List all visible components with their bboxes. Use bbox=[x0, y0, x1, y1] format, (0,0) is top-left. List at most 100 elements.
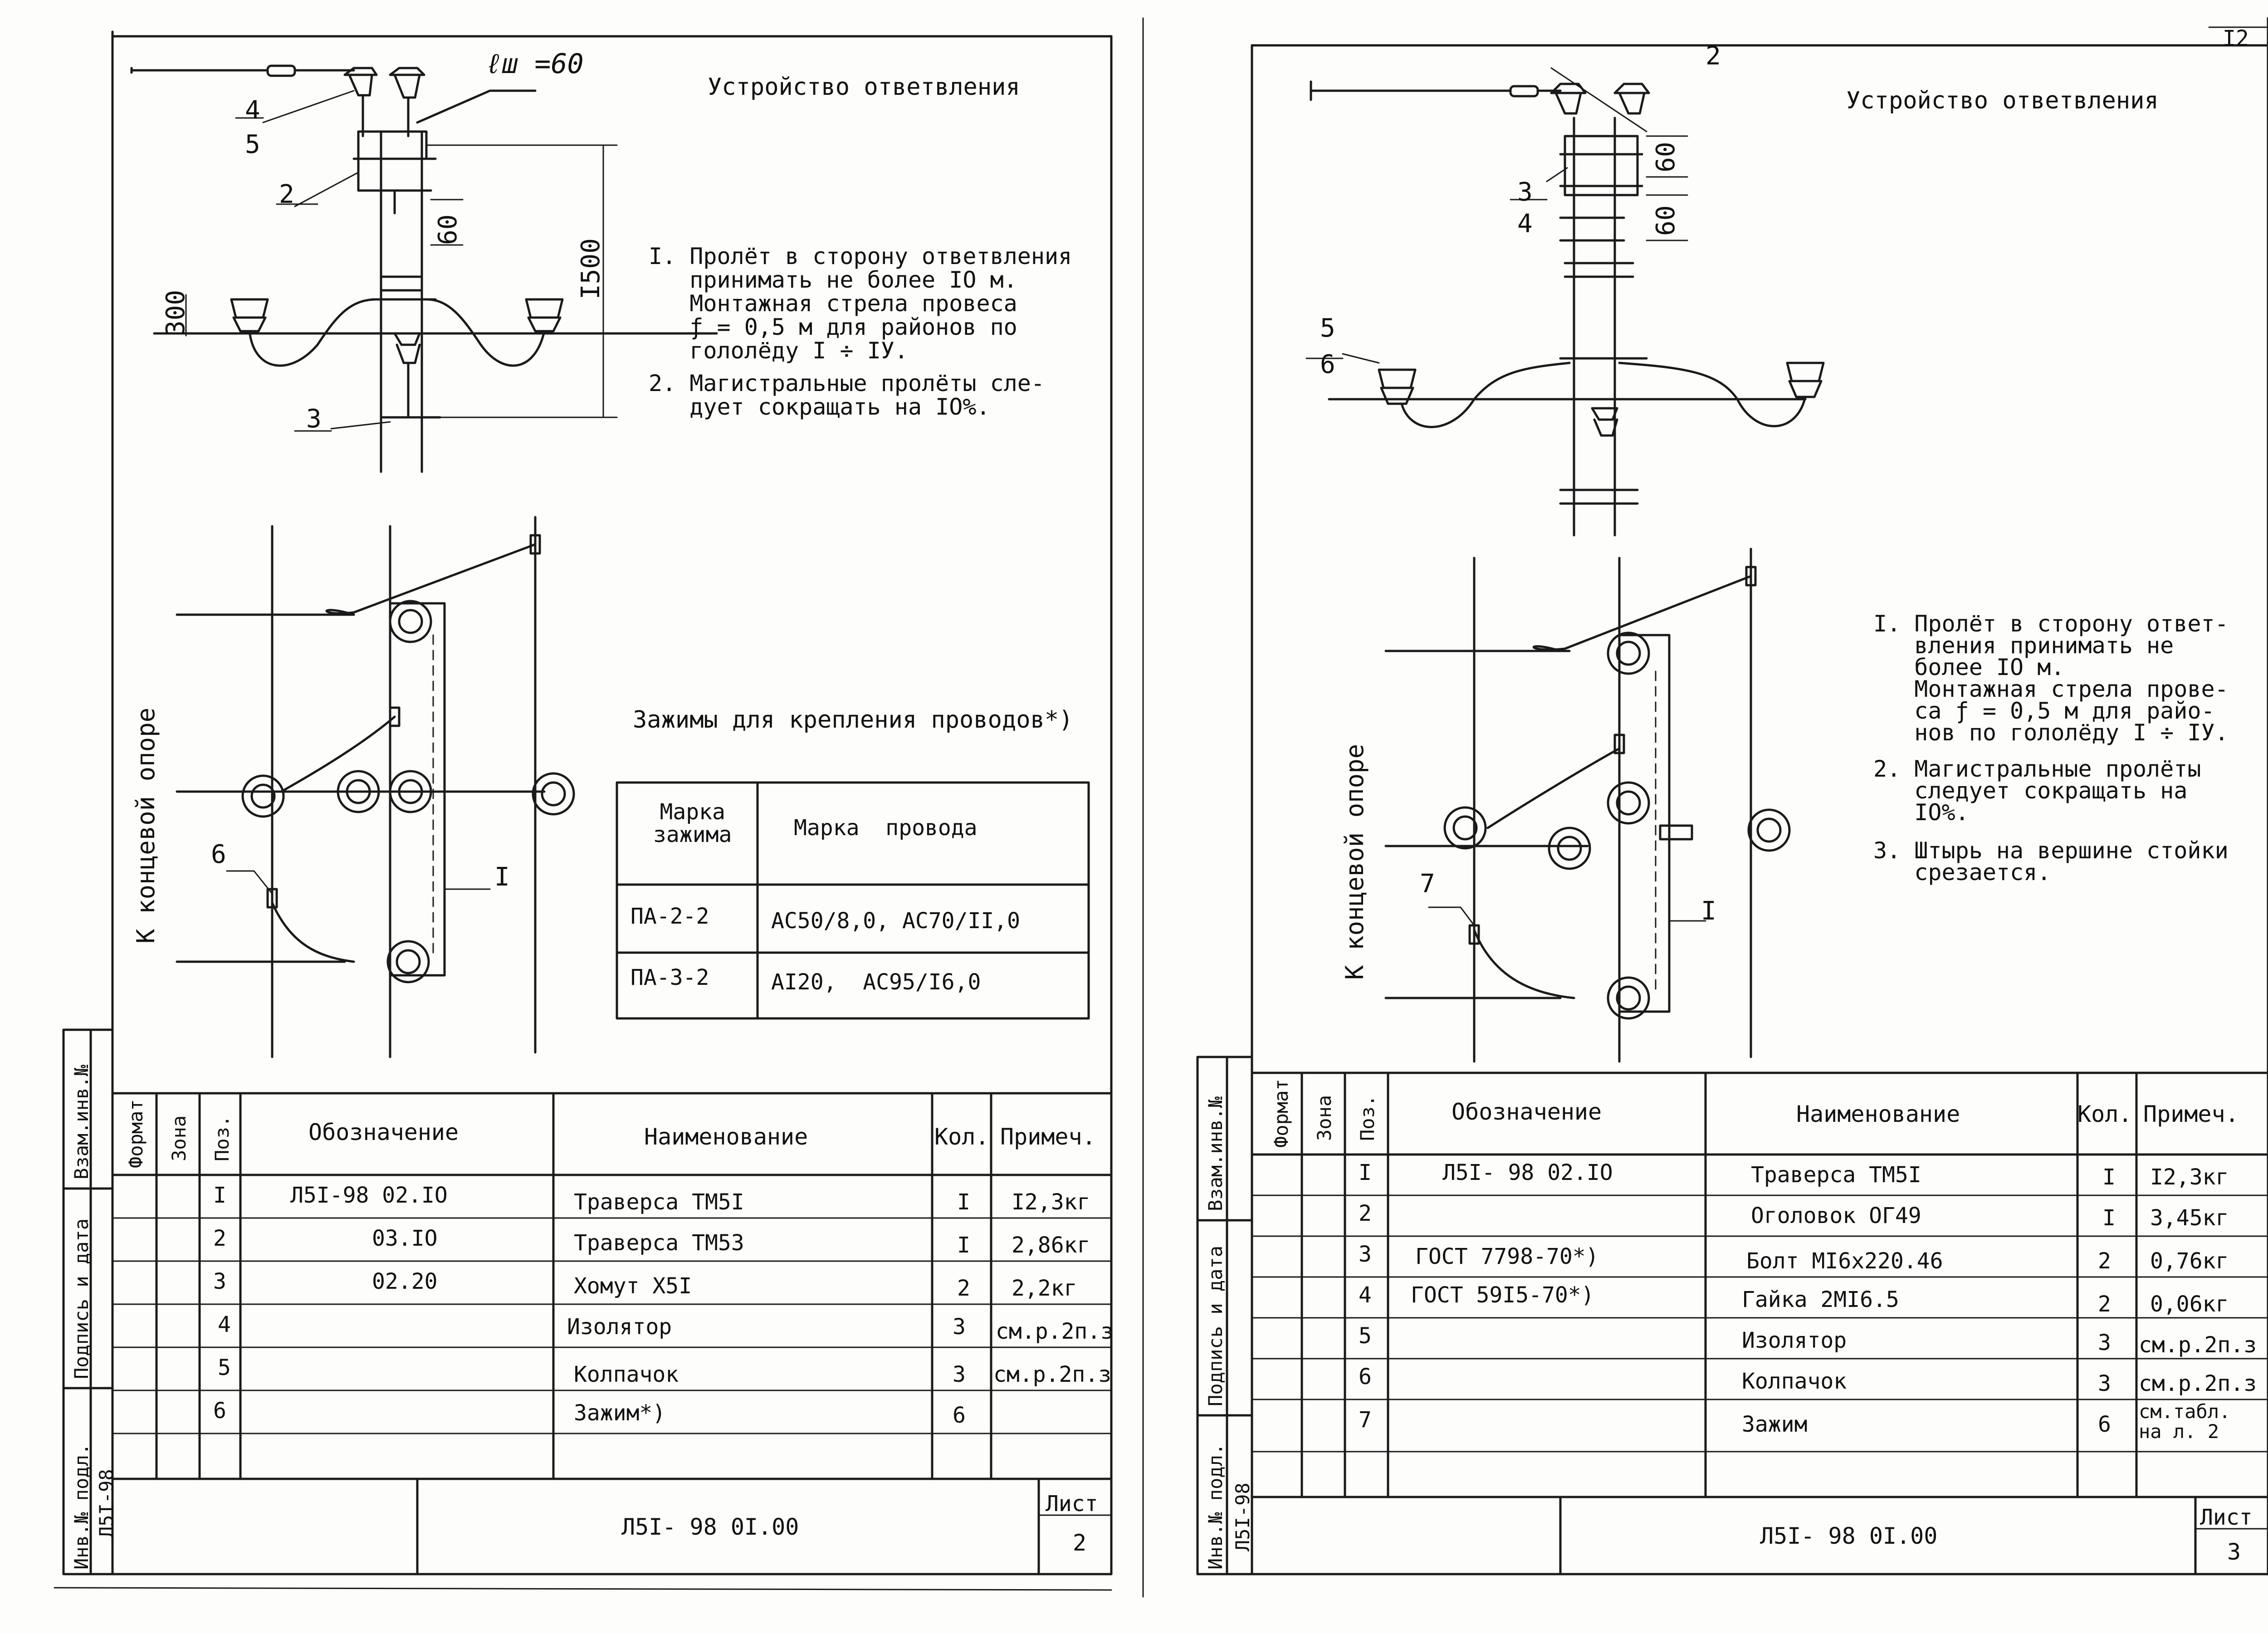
table-cell: 3,45кг bbox=[2150, 1205, 2229, 1231]
table-cell: I bbox=[213, 1183, 226, 1208]
left-spec-header-designation: Обозначение bbox=[308, 1119, 459, 1145]
right-note-line: 2. Магистральные пролёты bbox=[1873, 756, 2201, 782]
table-cell: 3 bbox=[953, 1362, 966, 1387]
right-doc-code: Л5I- 98 0I.00 bbox=[1760, 1523, 1938, 1549]
table-cell: I2,3кг bbox=[2150, 1164, 2229, 1190]
right-page-number: I2 bbox=[2223, 26, 2249, 51]
table-cell: 6 bbox=[213, 1398, 226, 1424]
left-side-label-repl: Взам.инв.№ bbox=[70, 1065, 93, 1179]
right-spec-header-note: Примеч. bbox=[2143, 1101, 2239, 1127]
table-cell: Колпачок bbox=[1742, 1369, 1847, 1394]
left-title: Устройство ответвления bbox=[708, 73, 1020, 101]
right-note-line: следует сокращать на bbox=[1873, 778, 2188, 804]
right-dim-60b: 60 bbox=[1651, 205, 1681, 236]
left-note-line: 2. Магистральные пролёты сле- bbox=[649, 370, 1045, 396]
left-clamps-cell: АС50/8,0, АС70/II,0 bbox=[771, 908, 1021, 934]
table-cell: Траверса ТМ5I bbox=[1751, 1162, 1921, 1188]
right-spec-header-name: Наименование bbox=[1796, 1101, 1960, 1127]
table-cell: 2 bbox=[213, 1226, 226, 1251]
right-side-inv-code: Л5I-98 bbox=[1232, 1482, 1254, 1551]
right-spec-table-grid bbox=[1251, 1071, 2268, 1575]
table-cell: Изолятор bbox=[1742, 1328, 1847, 1353]
right-plan-view bbox=[1384, 548, 1791, 1063]
table-cell: 2,86кг bbox=[1012, 1233, 1090, 1258]
table-cell: 02.20 bbox=[372, 1269, 438, 1294]
left-spec-header-name: Наименование bbox=[644, 1124, 808, 1150]
table-cell: Хомут Х5I bbox=[574, 1273, 692, 1299]
right-dim-60a: 60 bbox=[1651, 142, 1681, 172]
left-spec-header-note: Примеч. bbox=[1000, 1124, 1096, 1150]
table-cell: 3 bbox=[2098, 1330, 2111, 1355]
left-spec-header-pos: Поз. bbox=[211, 1115, 233, 1161]
table-cell: Л5I-98 02.IO bbox=[290, 1183, 448, 1208]
table-cell: 0,76кг bbox=[2150, 1248, 2229, 1274]
table-cell: Колпачок bbox=[574, 1362, 679, 1387]
right-pole-elevation bbox=[1305, 67, 1825, 537]
right-pos-7: 7 bbox=[1420, 869, 1435, 899]
right-note-line: са ƒ = 0,5 м для райо- bbox=[1873, 698, 2215, 724]
left-clamps-cell: ПА-2-2 bbox=[631, 904, 709, 929]
right-spec-header-designation: Обозначение bbox=[1452, 1099, 1602, 1125]
table-cell: Траверса ТМ53 bbox=[574, 1230, 744, 1256]
table-cell: 6 bbox=[1359, 1364, 1372, 1389]
table-cell: см.р.2п.з bbox=[2139, 1371, 2257, 1396]
table-cell: Болт МI6х220.46 bbox=[1746, 1248, 1943, 1274]
table-cell: 4 bbox=[218, 1312, 231, 1337]
right-sheet-label: Лист bbox=[2200, 1505, 2253, 1530]
left-clamps-table-grid bbox=[616, 781, 1090, 1020]
table-cell: 6 bbox=[953, 1403, 966, 1428]
right-side-label-inv: Инв.№ подл. bbox=[1204, 1443, 1227, 1570]
table-cell: Изолятор bbox=[567, 1314, 672, 1340]
right-note-line: срезается. bbox=[1873, 859, 2051, 885]
table-cell: 0,06кг bbox=[2150, 1292, 2229, 1317]
left-dim-60: 60 bbox=[433, 214, 463, 245]
table-cell: 3 bbox=[2098, 1371, 2111, 1396]
left-dim-lsh: ℓш =60 bbox=[485, 48, 584, 80]
left-doc-code: Л5I- 98 0I.00 bbox=[621, 1514, 799, 1540]
table-cell: ГОСТ 7798-70*) bbox=[1415, 1244, 1599, 1269]
left-sheet-label: Лист bbox=[1046, 1491, 1098, 1517]
right-note-line: 3. Штырь на вершине стойки bbox=[1873, 837, 2229, 864]
left-pos-6: 6 bbox=[211, 840, 226, 869]
right-pos-4: 4 bbox=[1517, 209, 1533, 239]
table-cell: Оголовок ОГ49 bbox=[1751, 1203, 1921, 1228]
left-clamps-cell: АI20, АС95/I6,0 bbox=[771, 969, 981, 995]
right-note-line: Монтажная стрела прове- bbox=[1873, 676, 2229, 702]
left-note-line: ƒ = 0,5 м для районов по bbox=[649, 314, 1017, 340]
left-note-line: дует сокращать на IO%. bbox=[649, 394, 990, 420]
left-clamps-header-wire: Марка провода bbox=[794, 815, 978, 841]
left-side-label-inv: Инв.№ подл. bbox=[70, 1443, 93, 1570]
table-cell: Л5I- 98 02.IO bbox=[1442, 1160, 1613, 1185]
table-cell: I bbox=[1359, 1160, 1372, 1185]
left-to-end-support: К концевой опоре bbox=[132, 707, 160, 944]
right-note-line: нов по гололёду I ÷ IУ. bbox=[1873, 719, 2229, 746]
table-cell: 6 bbox=[2098, 1412, 2111, 1437]
right-to-end-support: К концевой опоре bbox=[1340, 744, 1369, 980]
table-cell: 5 bbox=[218, 1355, 231, 1380]
table-cell: 03.IO bbox=[372, 1226, 438, 1251]
right-note-line: вления принимать не bbox=[1873, 632, 2174, 659]
left-pos-1: I bbox=[494, 862, 510, 892]
right-side-label-repl: Взам.инв.№ bbox=[1204, 1096, 1227, 1211]
right-pos-2: 2 bbox=[1706, 41, 1721, 71]
left-dim-1500: I500 bbox=[576, 238, 606, 299]
table-cell: 2 bbox=[2098, 1248, 2111, 1274]
table-cell: см.р.2п.з bbox=[996, 1319, 1114, 1344]
right-pos-6: 6 bbox=[1320, 350, 1335, 379]
left-clamps-title: Зажимы для крепления проводов*) bbox=[633, 706, 1073, 734]
table-cell: см.табл. на л. 2 bbox=[2139, 1400, 2231, 1443]
left-spec-header-format: Формат bbox=[125, 1099, 147, 1168]
right-spec-header-qty: Кол. bbox=[2077, 1101, 2132, 1127]
left-side-inv-code: Л5I-98 bbox=[95, 1469, 117, 1538]
left-note-line: I. Пролёт в сторону ответвления bbox=[649, 243, 1072, 269]
right-note-line: I. Пролёт в сторону ответ- bbox=[1873, 611, 2229, 637]
table-cell: см.р.2п.з bbox=[2139, 1332, 2257, 1358]
left-pos-5: 5 bbox=[245, 130, 260, 159]
table-cell: см.р.2п.з bbox=[993, 1362, 1112, 1387]
table-cell: I2,3кг bbox=[1012, 1189, 1090, 1215]
right-pos-5: 5 bbox=[1320, 313, 1335, 343]
table-cell: Зажим*) bbox=[574, 1400, 666, 1426]
right-side-label-sign: Подпись и дата bbox=[1204, 1245, 1227, 1406]
table-cell: 4 bbox=[1359, 1282, 1372, 1308]
